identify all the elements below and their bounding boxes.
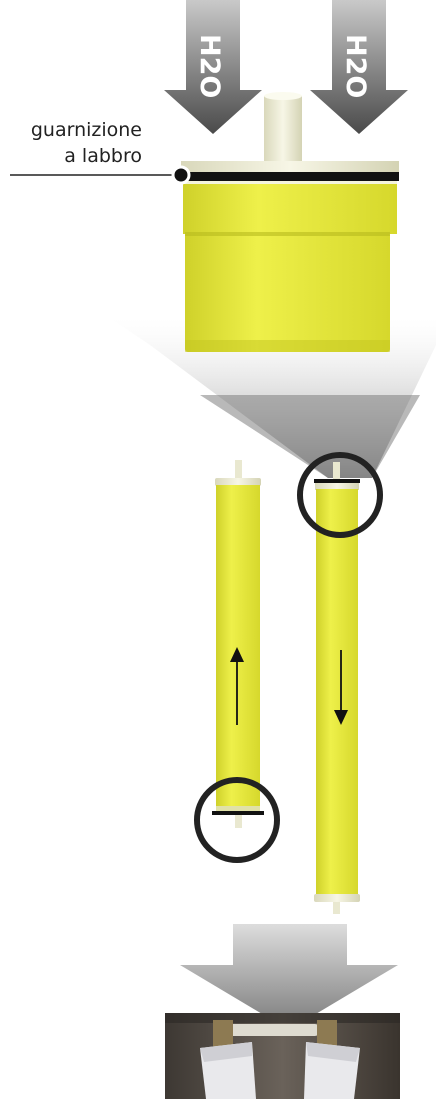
membrane-tube-right xyxy=(314,462,360,914)
inlet-arrow-left xyxy=(164,0,262,134)
down-arrow-icon xyxy=(164,0,262,134)
flow-arrow-down xyxy=(334,650,348,725)
seal-label-line1: guarnizione xyxy=(30,119,142,141)
lip-seal-band-bottom xyxy=(212,811,264,815)
inlet-arrow-right xyxy=(310,0,408,134)
central-tube xyxy=(264,96,302,168)
membrane-tube-left xyxy=(212,460,264,828)
outlet-arrow xyxy=(180,924,398,1030)
housing-photo xyxy=(165,1013,400,1099)
down-arrow-icon xyxy=(310,0,408,134)
highlight-circle-icon xyxy=(297,452,383,538)
flow-arrow-up xyxy=(230,647,244,725)
inlet-label-right: H2O xyxy=(340,34,371,98)
inlet-label-left: H2O xyxy=(194,34,225,98)
photo-connecting-pipe xyxy=(222,1024,320,1036)
lip-seal-band-top xyxy=(314,479,360,483)
lip-seal-band xyxy=(181,172,399,181)
membrane-cartridge-large xyxy=(181,161,399,352)
flow-arrow-icon xyxy=(230,647,244,662)
cartridge-cap-ring xyxy=(181,161,399,173)
seal-pointer-dot xyxy=(171,165,191,185)
zoom-callout-wedge-shade xyxy=(200,395,420,478)
seal-label: guarnizione a labbro xyxy=(0,117,142,169)
flow-arrow-icon xyxy=(334,710,348,725)
central-tube-top xyxy=(264,92,302,100)
highlight-circle-icon xyxy=(194,777,280,863)
seal-label-line2: a labbro xyxy=(64,145,142,167)
